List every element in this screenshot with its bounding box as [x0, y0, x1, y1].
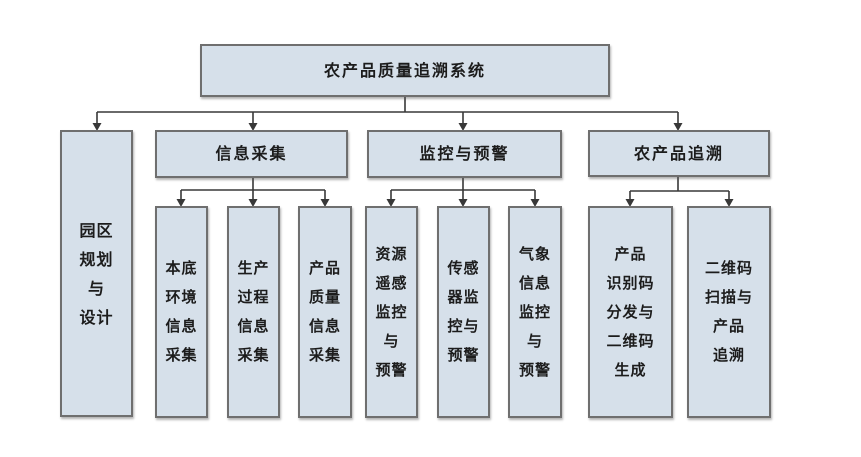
connector-path-group-b	[390, 178, 536, 199]
node-monitoring-warning: 监控与预警	[367, 130, 562, 178]
node-product-quality-info: 产品 质量 信息 采集	[298, 206, 352, 418]
node-qr-scan-traceability: 二维码 扫描与 产品 追溯	[687, 206, 771, 418]
node-system-title: 农产品质量追溯系统	[200, 44, 610, 97]
node-info-collection: 信息采集	[155, 130, 348, 178]
node-background-env-info: 本底 环境 信息 采集	[155, 206, 208, 418]
node-park-planning: 园区 规划 与 设计	[60, 130, 133, 417]
connector-path-group-a	[180, 178, 326, 199]
node-id-code-qr-generation: 产品 识别码 分发与 二维码 生成	[588, 206, 673, 418]
connector-path-group-c	[629, 177, 730, 199]
node-weather-info-monitoring: 气象 信息 监控 与 预警	[508, 206, 562, 418]
connector-path-top	[96, 97, 679, 123]
node-sensor-monitoring: 传感 器监 控与 预警	[437, 206, 490, 418]
node-product-traceability: 农产品追溯	[588, 130, 770, 177]
node-production-process-info: 生产 过程 信息 采集	[227, 206, 280, 418]
node-remote-sensing-monitoring: 资源 遥感 监控 与 预警	[365, 206, 418, 418]
